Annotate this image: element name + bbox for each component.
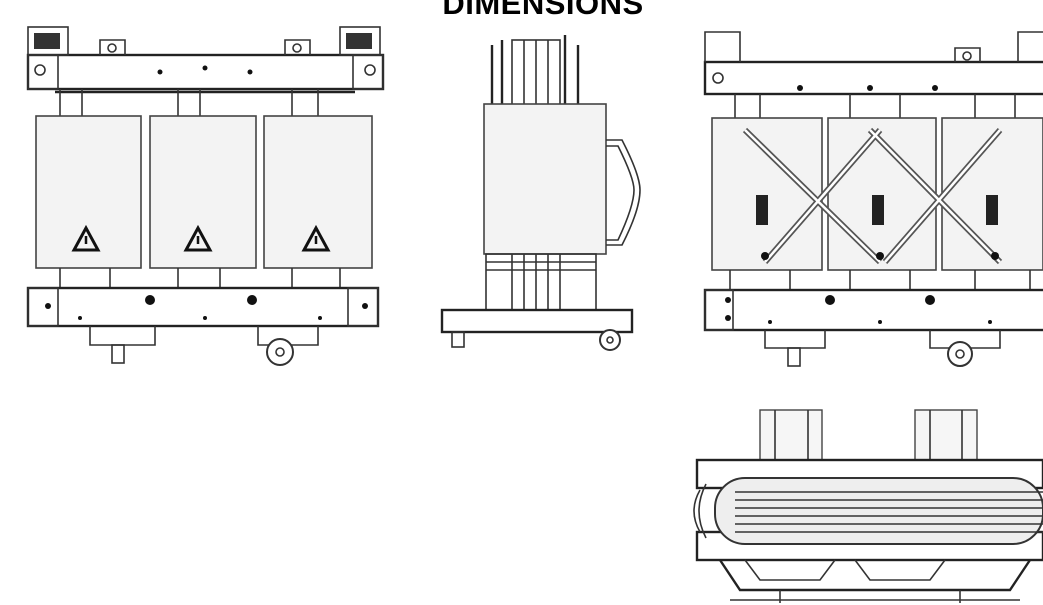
rear-nameplate — [756, 195, 768, 225]
front-bottom-yoke — [26, 286, 380, 328]
top-view-tab-right — [914, 409, 978, 461]
warning-triangle-icon — [301, 224, 331, 252]
front-view — [26, 26, 385, 366]
front-hv-terminal-right — [339, 26, 381, 56]
rear-top-yoke — [703, 60, 1043, 96]
top-view — [693, 409, 1043, 603]
front-coil-1 — [35, 115, 142, 269]
top-view-base — [719, 559, 1031, 592]
rear-bottom-yoke — [703, 288, 1043, 332]
rear-wheel — [947, 341, 973, 367]
rear-view — [703, 31, 1043, 367]
warning-triangle-icon — [183, 224, 213, 252]
rear-coil-1 — [711, 117, 823, 271]
side-coil — [483, 103, 607, 255]
front-coil-2 — [149, 115, 257, 269]
top-view-coil — [714, 477, 1043, 545]
side-base — [440, 308, 634, 334]
rear-coil-3 — [941, 117, 1043, 271]
side-cover-arc — [606, 139, 641, 246]
rear-nameplate — [872, 195, 884, 225]
side-wheel — [599, 329, 621, 351]
front-coil-3 — [263, 115, 373, 269]
side-view — [440, 35, 641, 351]
rear-terminal-right — [1017, 31, 1043, 62]
page-title: DIMENSIONS — [442, 0, 644, 21]
front-lifting-lug-left — [99, 39, 126, 55]
rear-terminal-left — [704, 31, 741, 62]
top-view-tab-left — [759, 409, 823, 461]
rear-nameplate — [986, 195, 998, 225]
front-hv-terminal-left — [27, 26, 69, 56]
front-lifting-lug-right — [284, 39, 311, 55]
warning-triangle-icon — [71, 224, 101, 252]
front-top-yoke — [26, 53, 385, 91]
front-wheel — [266, 338, 294, 366]
